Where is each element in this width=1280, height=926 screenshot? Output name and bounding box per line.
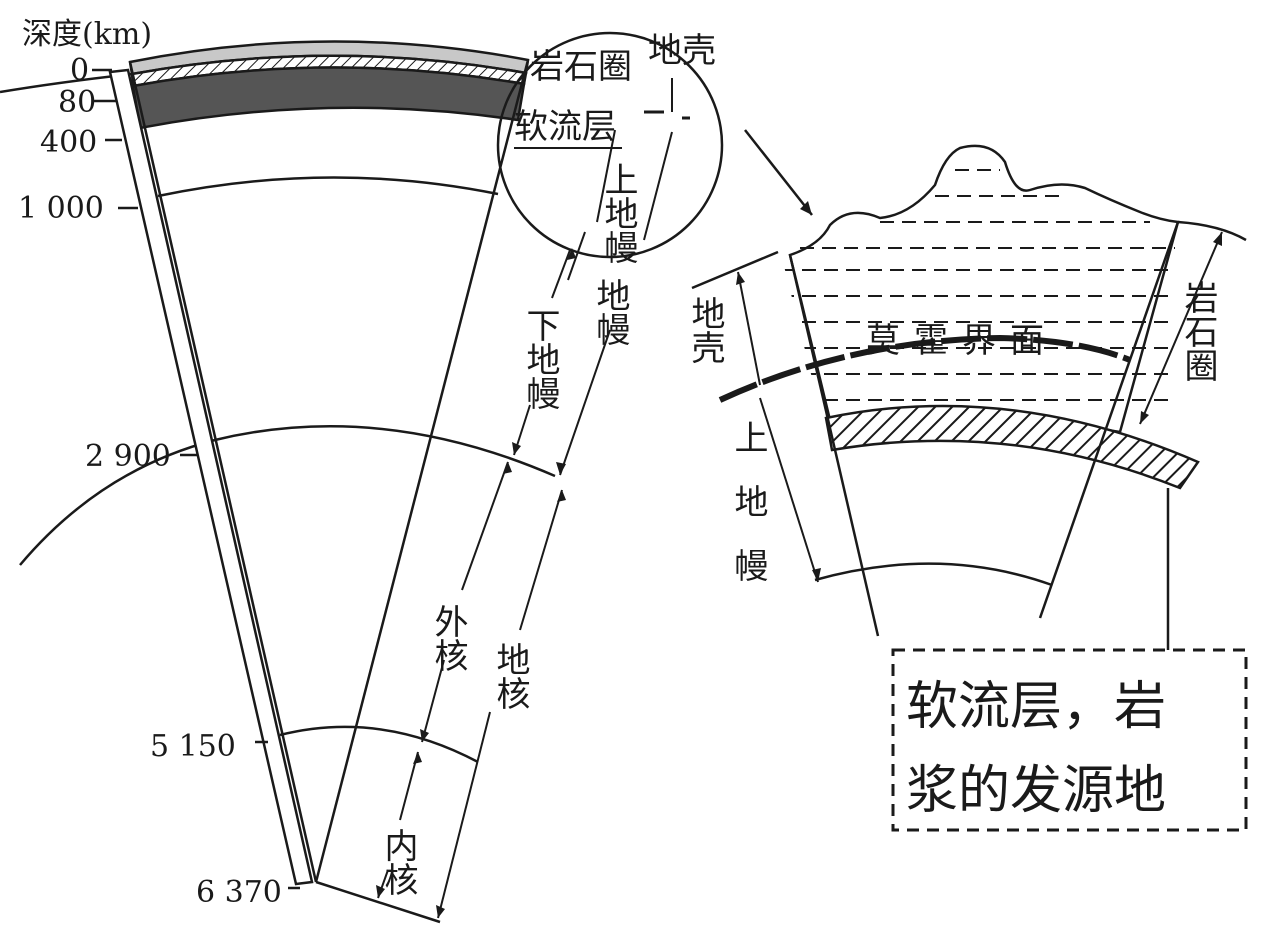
zoom-panel: 莫霍界面 地壳 上地幔 岩石圈 <box>685 144 1247 650</box>
label-inner-core: 内核 <box>378 828 418 896</box>
label-upper-mantle-left: 上地幔 <box>598 162 638 264</box>
wedge-left-edge <box>128 61 318 883</box>
label-lower-mantle: 下地幔 <box>520 308 560 410</box>
right-surface-curve <box>1177 220 1247 242</box>
callout-box: 软流层，岩 浆的发源地 <box>891 648 1248 832</box>
mantle-core-curve <box>19 438 216 566</box>
earth-wedge <box>128 40 556 883</box>
label-outer-core: 外核 <box>428 604 468 672</box>
label-lithosphere-left: 岩石圈 <box>530 47 632 87</box>
label-crust-left: 地壳 <box>648 31 716 71</box>
label-core: 地核 <box>490 642 530 710</box>
depth-tick-6370: 6 370 <box>196 875 282 910</box>
callout-line-2: 浆的发源地 <box>906 761 1166 821</box>
boundary-5150 <box>279 725 479 764</box>
label-lithosphere-zoom: 岩石圈 <box>1178 280 1218 382</box>
depth-tick-1000: 1 000 <box>18 191 104 226</box>
label-mantle: 地幔 <box>590 278 630 346</box>
callout-line-1: 软流层，岩 <box>906 677 1166 737</box>
label-asthenosphere-left: 软流层 <box>514 107 616 147</box>
label-upper-mantle-zoom: 上地幔 <box>728 420 768 612</box>
depth-tick-80: 80 <box>58 85 96 120</box>
boundary-1000 <box>157 176 499 198</box>
asthenosphere-band-zoom <box>824 404 1200 490</box>
asthenosphere-band <box>131 66 526 130</box>
moho-line <box>718 334 1132 403</box>
depth-ticks <box>92 68 300 890</box>
zoom-pointer-line <box>744 129 813 216</box>
depth-tick-5150: 5 150 <box>150 729 236 764</box>
lower-boundary-zoom <box>814 562 1053 587</box>
depth-tick-2900: 2 900 <box>85 439 171 474</box>
depth-axis-title: 深度(km) <box>22 17 152 52</box>
label-moho: 莫霍界面 <box>866 321 1058 361</box>
boundary-2900 <box>214 425 556 478</box>
depth-tick-0: 0 <box>70 53 89 88</box>
svg-text:上地幔: 上地幔 <box>598 162 638 264</box>
wedge-right-edge <box>314 59 530 883</box>
zoom-pointer-arrow <box>800 201 812 215</box>
depth-tick-400: 400 <box>40 125 97 160</box>
label-crust-zoom: 地壳 <box>685 296 725 364</box>
depth-scale-bar <box>108 68 314 886</box>
zoom-circle <box>496 31 724 259</box>
